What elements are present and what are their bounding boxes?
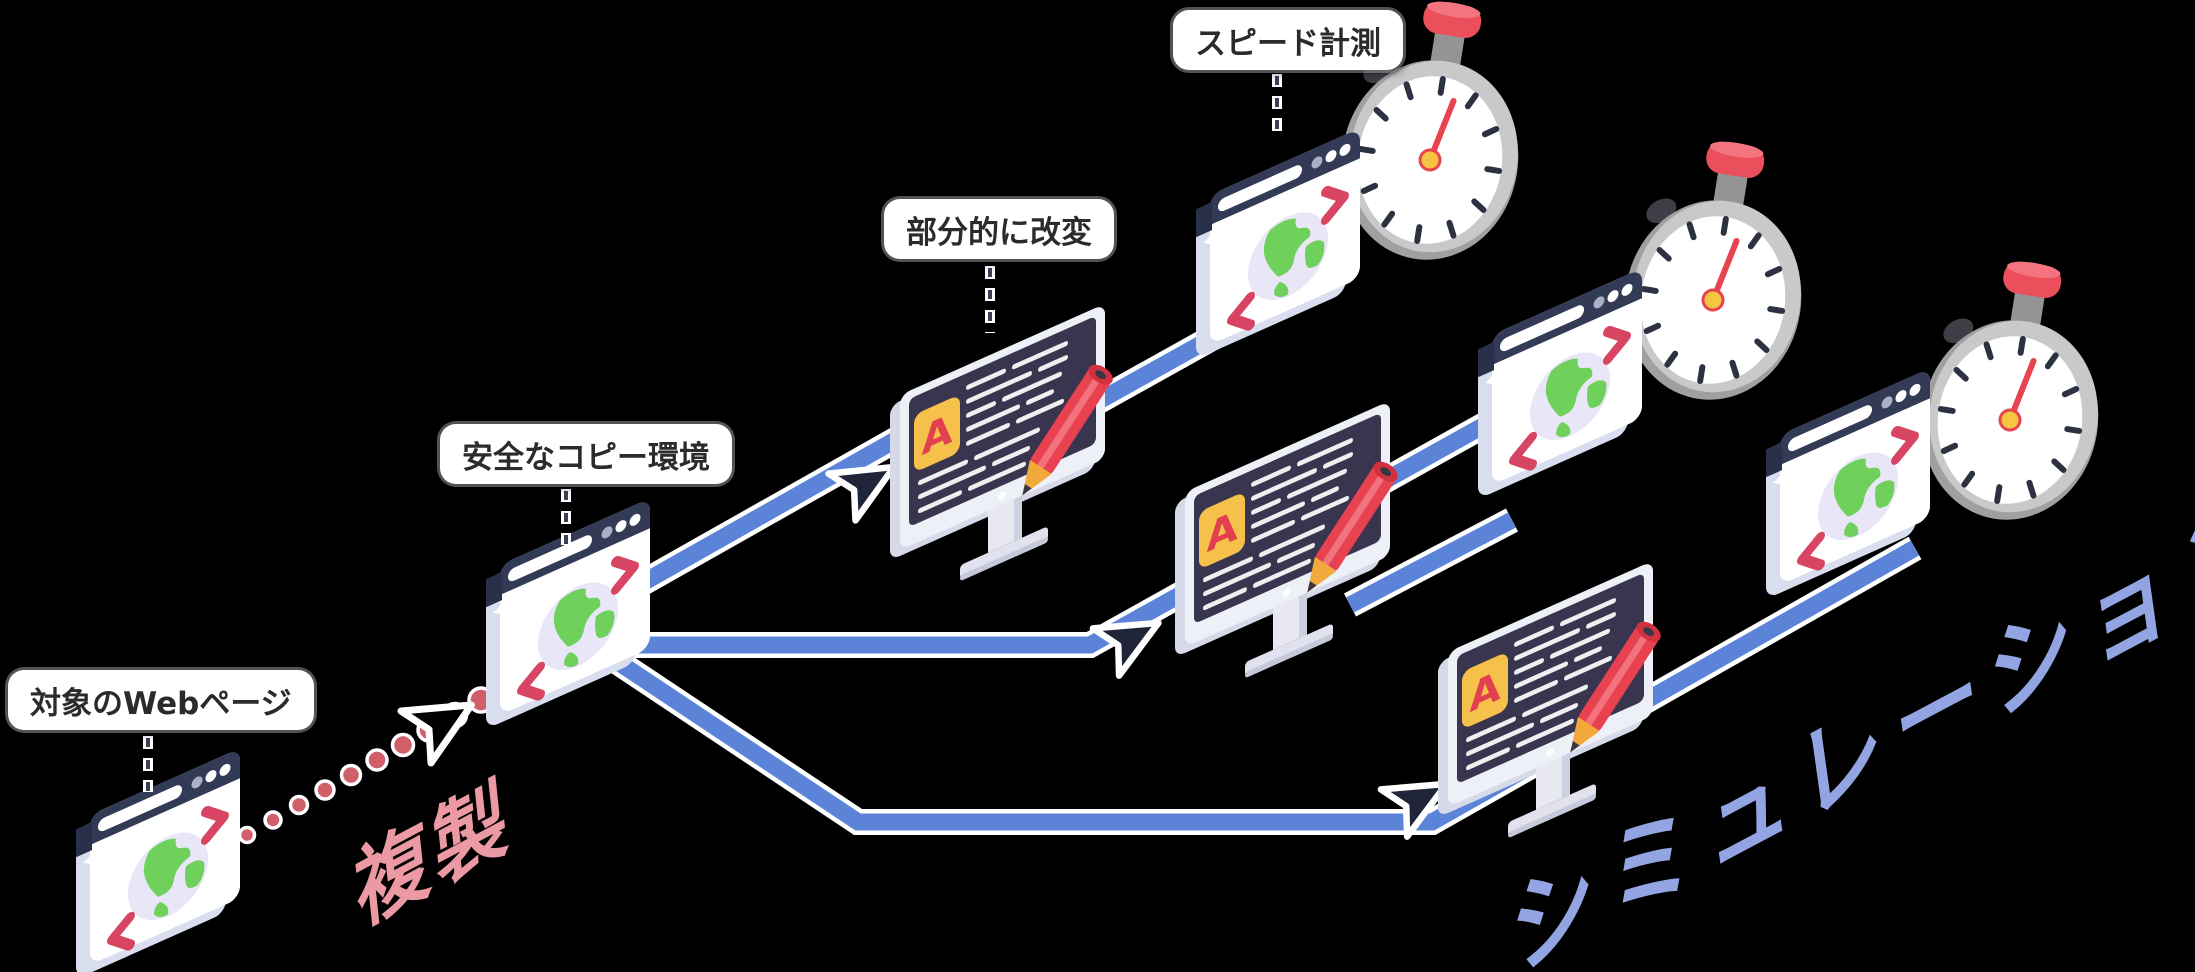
label-leader-lines [143,74,1282,792]
browser-window-icon-measure-1 [1196,128,1360,359]
label-partial-edit-text: 部分的に改変 [906,214,1092,251]
browser-window-icon-safe-copy [486,498,650,729]
edit-monitor-icon-1 [890,303,1117,613]
browser-window-icon-measure-2 [1478,268,1642,499]
label-target-webpage: 対象のWebページ [8,670,314,730]
browser-window-icon-target [76,748,240,972]
label-target-webpage-text: 対象のWebページ [30,685,292,722]
stopwatch-icon [1907,249,2121,532]
label-safe-copy-environment: 安全なコピー環境 [440,424,732,484]
label-partial-edit: 部分的に改変 [884,199,1114,259]
edit-monitor-icon-2 [1175,400,1402,710]
label-speed-measure-text: スピード計測 [1195,25,1381,62]
label-speed-measure: スピード計測 [1173,10,1403,70]
connector-lines [607,313,1922,835]
stopwatch-icon [1610,129,1824,412]
line-branch2-to-measure [1346,512,1516,613]
line-branch3 [610,540,1920,831]
label-safe-copy-text: 安全なコピー環境 [462,439,710,476]
